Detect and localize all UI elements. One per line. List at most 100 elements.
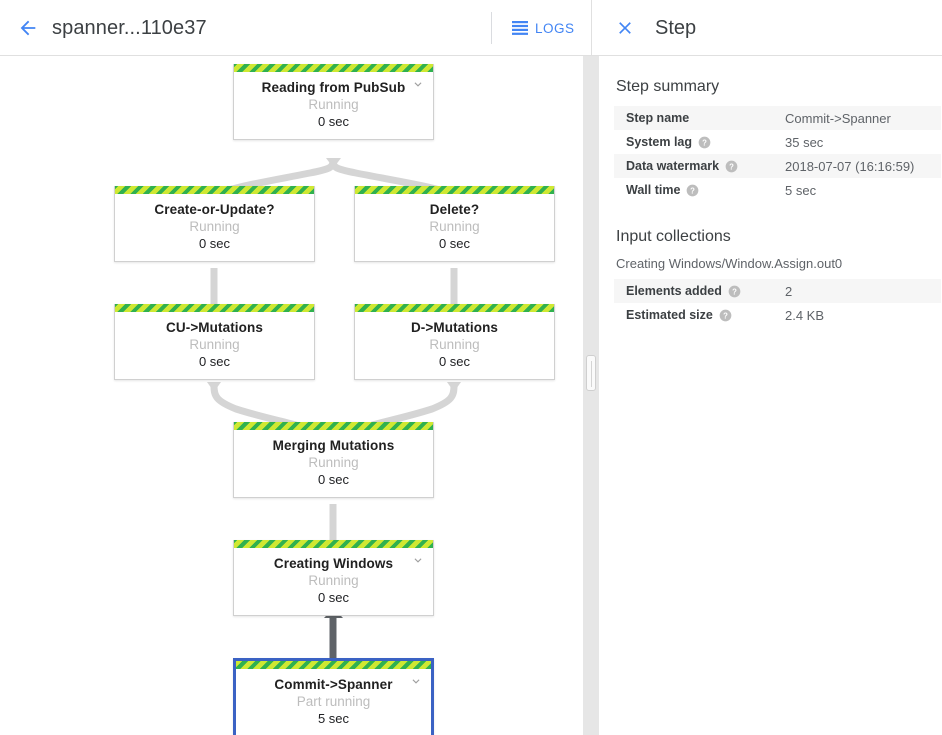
node-name: Reading from PubSub xyxy=(261,80,406,95)
row-value: 5 sec xyxy=(785,182,817,198)
svg-text:?: ? xyxy=(702,138,707,147)
node-status: Running xyxy=(189,219,240,234)
row-key: Data watermark? xyxy=(614,154,784,178)
node-status: Running xyxy=(189,337,240,352)
graph-node-d-mutations[interactable]: D->Mutations Running 0 sec xyxy=(354,304,555,380)
step-summary-heading: Step summary xyxy=(616,78,720,95)
table-row: Step name Commit->Spanner xyxy=(614,106,941,130)
job-graph-canvas[interactable]: Reading from PubSub Running 0 sec Create… xyxy=(0,56,583,735)
graph-node-commit-spanner[interactable]: Commit->Spanner Part running 5 sec xyxy=(233,658,434,735)
table-row: Data watermark? 2018-07-07 (16:16:59) xyxy=(614,154,941,178)
input-collection-name: Creating Windows/Window.Assign.out0 xyxy=(616,256,843,271)
node-time: 0 sec xyxy=(317,472,350,487)
logs-list-icon xyxy=(512,21,528,35)
table-row: System lag? 35 sec xyxy=(614,130,941,154)
row-key: Step name xyxy=(626,111,690,125)
help-icon[interactable]: ? xyxy=(725,160,738,173)
step-summary-table: Step name Commit->Spanner System lag? 35… xyxy=(614,106,941,202)
node-name: Creating Windows xyxy=(273,556,394,571)
node-time: 0 sec xyxy=(317,114,350,129)
input-collections-heading: Input collections xyxy=(616,228,731,245)
help-icon[interactable]: ? xyxy=(698,136,711,149)
node-time: 0 sec xyxy=(198,236,231,251)
node-name: Commit->Spanner xyxy=(274,677,393,692)
row-key-label: Elements added xyxy=(626,284,722,298)
row-value: 35 sec xyxy=(785,134,824,150)
node-time: 0 sec xyxy=(438,236,471,251)
node-progress-stripe xyxy=(115,304,314,312)
node-time: 0 sec xyxy=(198,354,231,369)
graph-node-merging-mutations[interactable]: Merging Mutations Running 0 sec xyxy=(233,422,434,498)
graph-edges xyxy=(207,158,461,662)
table-row: Wall time? 5 sec xyxy=(614,178,941,202)
graph-node-creating-windows[interactable]: Creating Windows Running 0 sec xyxy=(233,540,434,616)
row-key-label: System lag xyxy=(626,135,693,149)
node-progress-stripe xyxy=(234,64,433,72)
node-name: Merging Mutations xyxy=(272,438,395,453)
panel-resize-handle[interactable] xyxy=(586,355,596,391)
graph-node-cu-mutations[interactable]: CU->Mutations Running 0 sec xyxy=(114,304,315,380)
logs-button[interactable]: LOGS xyxy=(508,12,579,44)
row-key: Estimated size? xyxy=(614,303,784,327)
row-key: Wall time? xyxy=(614,178,784,202)
input-collections-table: Elements added? 2 Estimated size? 2.4 KB xyxy=(614,279,941,327)
node-status: Running xyxy=(429,219,480,234)
close-panel-button[interactable] xyxy=(607,10,643,46)
help-icon[interactable]: ? xyxy=(728,285,741,298)
node-progress-stripe xyxy=(236,661,431,669)
node-name: Delete? xyxy=(429,202,480,217)
top-app-bar: spanner...110e37 LOGS Step xyxy=(0,0,942,56)
row-key: System lag? xyxy=(614,130,784,154)
help-icon[interactable]: ? xyxy=(719,309,732,322)
node-progress-stripe xyxy=(234,422,433,430)
node-status: Part running xyxy=(296,694,371,709)
side-panel-title: Step xyxy=(655,17,697,39)
node-status: Running xyxy=(308,573,359,588)
graph-node-create-or-update[interactable]: Create-or-Update? Running 0 sec xyxy=(114,186,315,262)
row-key: Elements added? xyxy=(614,279,784,303)
close-icon xyxy=(619,22,631,34)
page-title: spanner...110e37 xyxy=(52,17,207,39)
node-status: Running xyxy=(429,337,480,352)
help-icon[interactable]: ? xyxy=(686,184,699,197)
node-progress-stripe xyxy=(355,186,554,194)
node-progress-stripe xyxy=(234,540,433,548)
back-button[interactable] xyxy=(10,10,46,46)
node-name: D->Mutations xyxy=(410,320,499,335)
row-value: 2.4 KB xyxy=(785,307,825,323)
svg-text:?: ? xyxy=(732,287,737,296)
table-row: Estimated size? 2.4 KB xyxy=(614,303,941,327)
arrow-left-icon xyxy=(20,20,36,36)
node-time: 0 sec xyxy=(438,354,471,369)
step-details-panel: Step summary Step name Commit->Spanner S… xyxy=(599,56,942,735)
node-progress-stripe xyxy=(115,186,314,194)
logs-button-label: LOGS xyxy=(535,20,575,36)
svg-text:?: ? xyxy=(691,186,696,195)
node-name: Create-or-Update? xyxy=(154,202,275,217)
row-key-label: Wall time xyxy=(626,183,681,197)
graph-node-reading-from-pubsub[interactable]: Reading from PubSub Running 0 sec xyxy=(233,64,434,140)
node-time: 0 sec xyxy=(317,590,350,605)
node-progress-stripe xyxy=(355,304,554,312)
panel-resize-strip[interactable] xyxy=(583,56,599,735)
chevron-down-icon[interactable] xyxy=(409,674,423,688)
row-key-label: Data watermark xyxy=(626,159,720,173)
graph-node-delete[interactable]: Delete? Running 0 sec xyxy=(354,186,555,262)
side-panel-header: Step xyxy=(593,0,942,55)
row-key-label: Estimated size xyxy=(626,308,713,322)
toolbar-divider xyxy=(491,12,492,44)
svg-text:?: ? xyxy=(729,162,734,171)
table-row: Elements added? 2 xyxy=(614,279,941,303)
top-bar-left-section: spanner...110e37 LOGS xyxy=(0,0,592,55)
chevron-down-icon[interactable] xyxy=(411,77,425,91)
node-time: 5 sec xyxy=(317,711,350,726)
node-status: Running xyxy=(308,97,359,112)
node-name: CU->Mutations xyxy=(166,320,263,335)
row-value: Commit->Spanner xyxy=(785,110,891,126)
resize-grip-line xyxy=(591,361,592,387)
row-value: 2018-07-07 (16:16:59) xyxy=(785,158,915,174)
node-status: Running xyxy=(308,455,359,470)
svg-text:?: ? xyxy=(723,311,728,320)
chevron-down-icon[interactable] xyxy=(411,553,425,567)
